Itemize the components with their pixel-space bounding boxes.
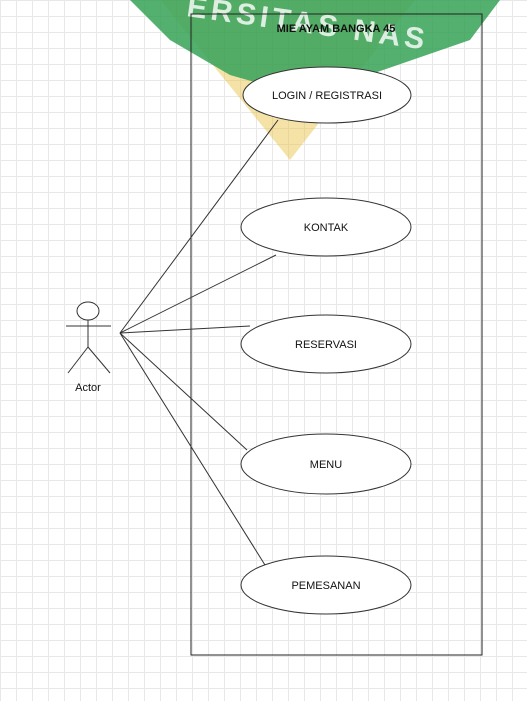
actor-figure[interactable] xyxy=(66,301,111,374)
use-case-login-ellipse xyxy=(242,66,412,124)
use-case-login-label: LOGIN / REGISTRASI xyxy=(272,90,382,102)
association-lines xyxy=(119,119,279,566)
use-case-reservasi-ellipse xyxy=(240,314,412,374)
use-case-reservasi[interactable]: RESERVASI xyxy=(240,314,412,374)
actor-left-leg xyxy=(67,346,89,374)
actor-head xyxy=(76,301,100,321)
association-pemesanan xyxy=(119,332,266,566)
use-case-kontak-label: KONTAK xyxy=(304,222,349,234)
system-title: MIE AYAM BANGKA 45 xyxy=(277,23,396,35)
use-case-login[interactable]: LOGIN / REGISTRASI xyxy=(242,66,412,124)
association-reservasi xyxy=(119,325,251,334)
system-boundary xyxy=(190,13,483,656)
actor-right-leg xyxy=(87,346,111,374)
use-case-pemesanan[interactable]: PEMESANAN xyxy=(240,555,412,615)
association-login xyxy=(119,119,279,334)
association-kontak xyxy=(119,254,277,334)
use-case-kontak-ellipse xyxy=(240,197,412,257)
association-menu xyxy=(119,332,248,451)
use-case-menu-ellipse xyxy=(240,433,412,495)
use-case-pemesanan-ellipse xyxy=(240,555,412,615)
use-case-kontak[interactable]: KONTAK xyxy=(240,197,412,257)
use-case-pemesanan-label: PEMESANAN xyxy=(291,580,360,592)
watermark-green-band xyxy=(130,0,500,95)
use-case-menu[interactable]: MENU xyxy=(240,433,412,495)
use-case-reservasi-label: RESERVASI xyxy=(295,339,357,351)
use-case-menu-label: MENU xyxy=(310,459,342,471)
actor-label: Actor xyxy=(75,382,101,394)
